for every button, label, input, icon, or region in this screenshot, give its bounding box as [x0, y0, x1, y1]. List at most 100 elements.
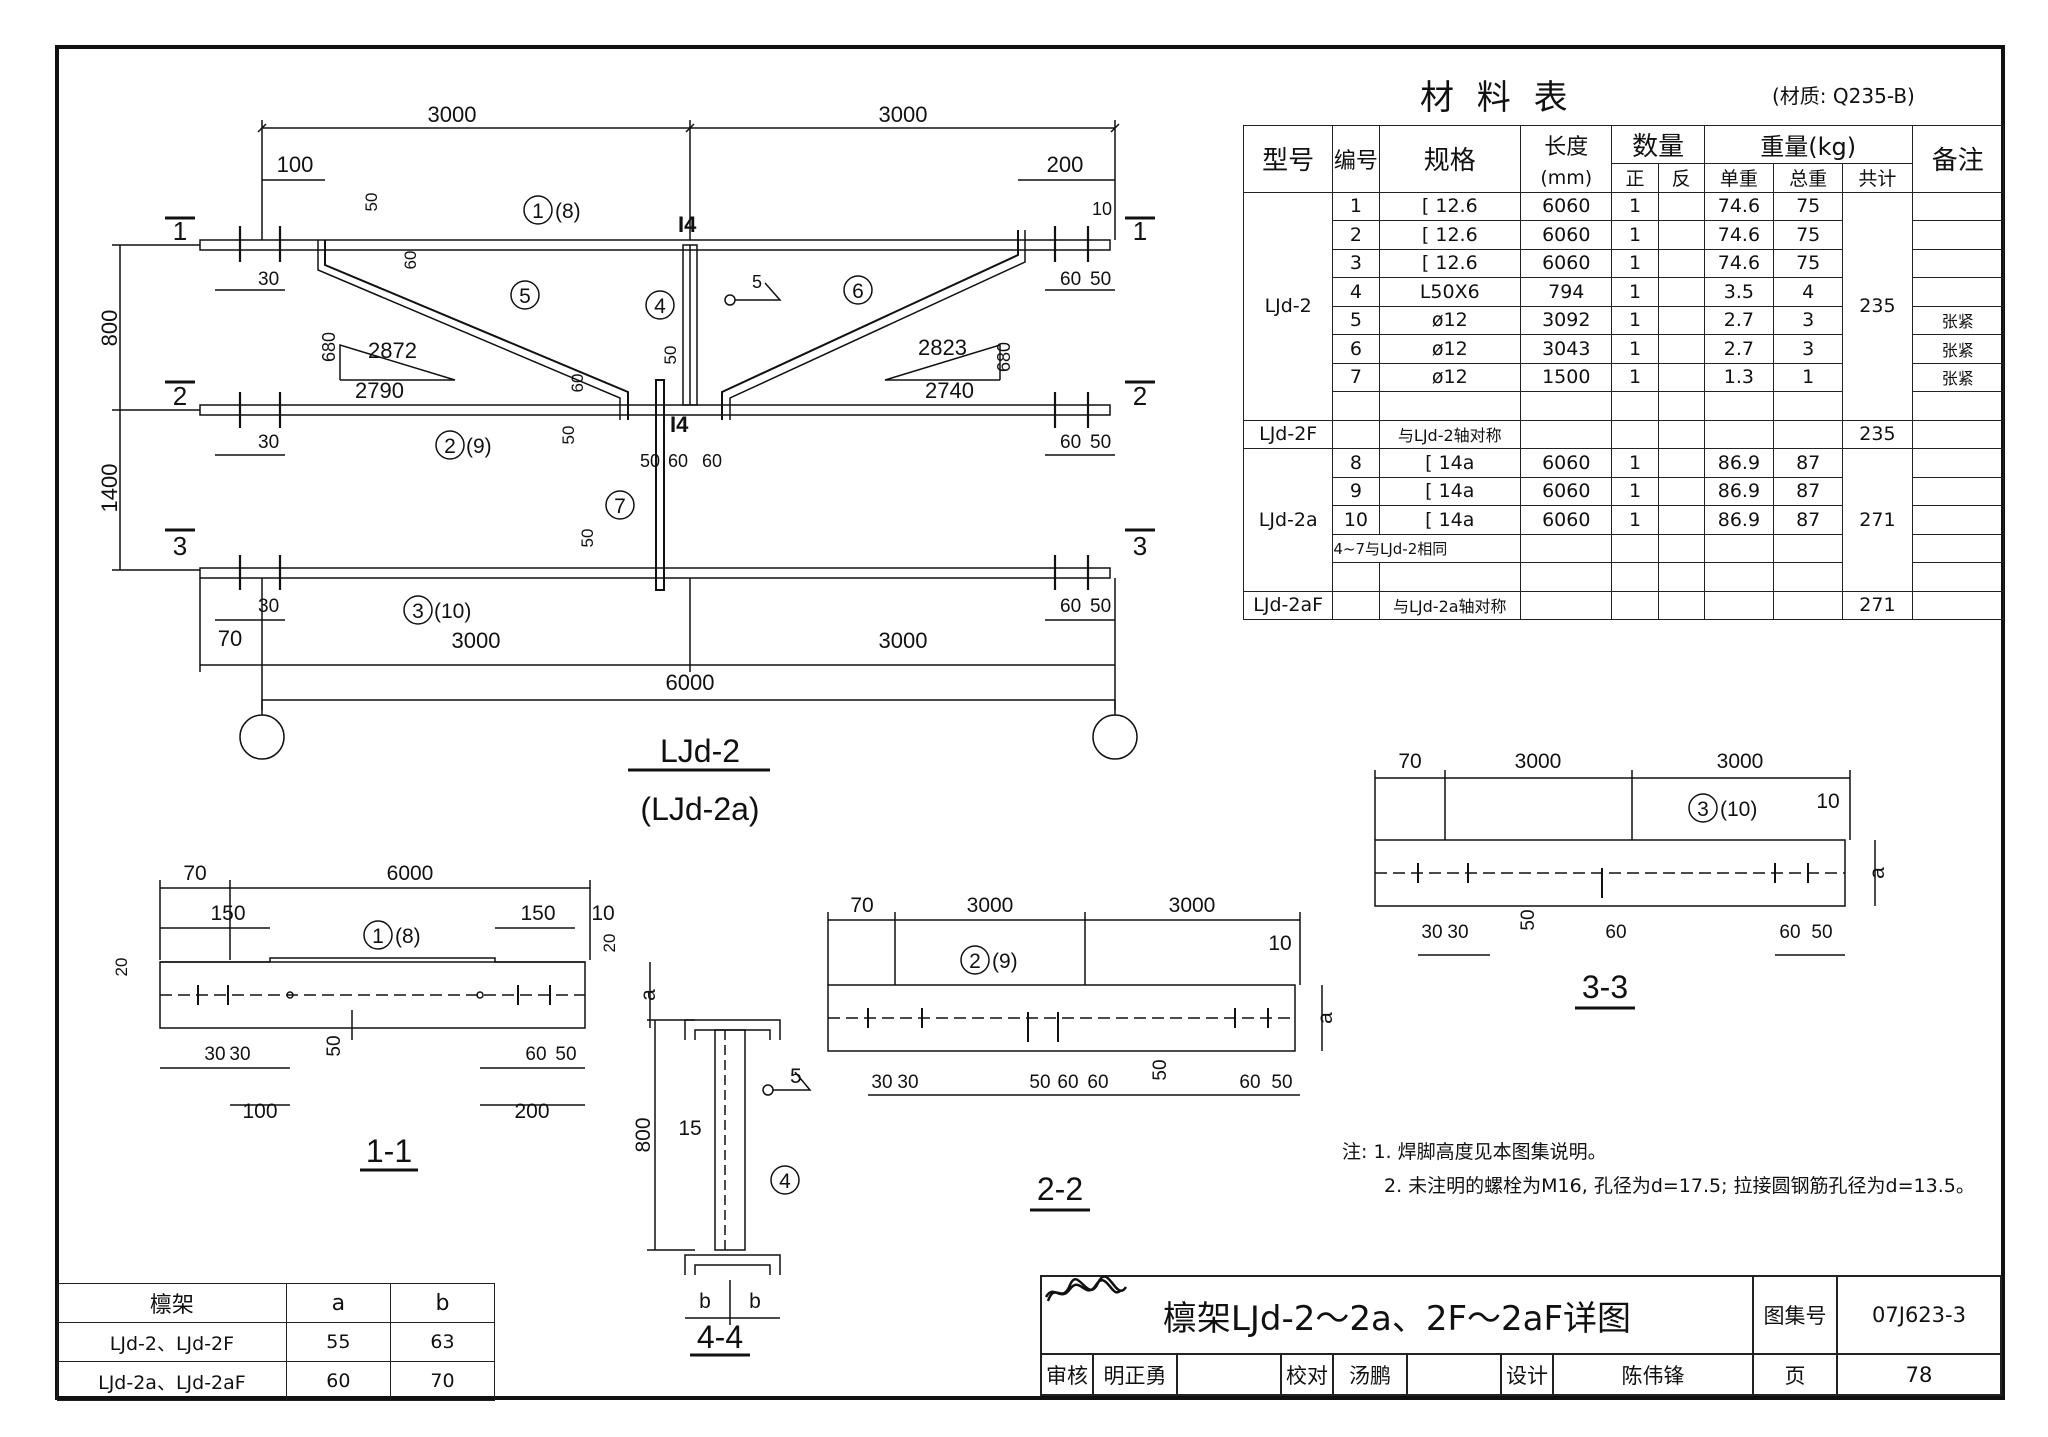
dim-offset-right: 200: [1047, 152, 1084, 177]
table-row: 2 [ 12.6 6060 1 74.6 75: [1244, 220, 2005, 250]
cell-no: 10: [1332, 505, 1380, 535]
s44-title: 4-4: [697, 1319, 743, 1355]
dim-30-30-row1: 30: [258, 269, 279, 290]
s33-dim-3000a: 3000: [1515, 750, 1562, 773]
cell-qty-pos: 1: [1611, 220, 1659, 250]
material-table-material: (材质: Q235-B): [1772, 84, 1915, 108]
cell-unit: 74.6: [1703, 191, 1775, 221]
header-qty-neg: 反: [1657, 163, 1705, 193]
dim-50-angle: 50: [661, 346, 680, 365]
s33-dim-70: 70: [1398, 750, 1421, 773]
cell-no: 1: [1332, 191, 1380, 221]
cell-length: 6060: [1520, 448, 1613, 478]
table-row: 6 ø12 3043 1 2.7 3 张紧: [1244, 334, 2005, 364]
s11-dim-20a: 20: [112, 958, 131, 977]
cell-total: 75: [1773, 248, 1844, 278]
section-mark-3-left: 3: [173, 531, 187, 561]
s33-mark: 3: [1697, 798, 1709, 821]
reviewer-name: 明正勇: [1092, 1353, 1178, 1396]
cell-remark: [1911, 191, 2005, 221]
cell-total: 87: [1773, 448, 1844, 478]
cell-remark: [1911, 220, 2005, 250]
dim-60-row3: 60: [1060, 596, 1081, 617]
s44-dim-800: 800: [632, 1117, 655, 1152]
cell-spec: [ 12.6: [1378, 248, 1522, 278]
ab-cell: 70: [389, 1361, 496, 1401]
cell-qty-pos: 1: [1611, 248, 1659, 278]
header-unit-weight: 单重: [1703, 163, 1775, 193]
cell-spec: [ 14a: [1378, 505, 1522, 535]
dim-edge-70: 70: [218, 626, 242, 651]
plan-subtitle: (LJd-2a): [640, 791, 759, 827]
review-label: 审核: [1040, 1353, 1094, 1396]
s11-dim-100: 100: [242, 1100, 277, 1123]
cell-unit: 2.7: [1703, 305, 1775, 335]
dim-50-row1: 50: [1090, 269, 1111, 290]
dim-50-mid: 50: [559, 426, 578, 445]
header-total-weight: 总重: [1773, 163, 1844, 193]
cell-unit: 3.5: [1703, 277, 1775, 307]
cell-no: 8: [1332, 448, 1380, 478]
notes: 注: 1. 焊脚高度见本图集说明。 2. 未注明的螺栓为M16, 孔径为d=17…: [1342, 1135, 1975, 1203]
s33-title: 3-3: [1582, 969, 1628, 1005]
s11-dim-70: 70: [183, 862, 206, 885]
s22-dim-60c: 60: [1239, 1072, 1260, 1093]
slope-right-top: 2823: [918, 335, 967, 360]
cell-length: 6060: [1520, 191, 1613, 221]
drawing-frame: [55, 45, 2005, 1400]
dim-60-gap: 60: [668, 451, 688, 471]
cell-no: 3: [1332, 248, 1380, 278]
s11-dim-50b: 50: [555, 1044, 576, 1065]
table-row: 4 L50X6 794 1 3.5 4: [1244, 277, 2005, 307]
ab-cell: 60: [285, 1361, 391, 1401]
slope-left-bottom: 2790: [355, 378, 404, 403]
cell-spec: ø12: [1378, 334, 1522, 364]
cell-length: 6060: [1520, 248, 1613, 278]
section-mark-3-right: 3: [1133, 531, 1147, 561]
s11-dim-30b: 30: [229, 1044, 250, 1065]
s22-dim-60b: 60: [1087, 1072, 1108, 1093]
slope-left-top: 2872: [368, 338, 417, 363]
s11-dim-6000: 6000: [387, 862, 434, 885]
group-type: LJd-2: [1242, 191, 1334, 421]
dim-50-top: 50: [362, 193, 381, 212]
table-row: LJd-2、LJd-2F 55 63: [57, 1322, 496, 1362]
dim-top-left: 3000: [428, 102, 477, 127]
cell-total: 3: [1773, 334, 1844, 364]
cell-qty-neg: [1657, 220, 1705, 250]
cell-total: 3: [1773, 305, 1844, 335]
material-table-title: 材 料 表: [1420, 78, 1574, 118]
note-2: 2. 未注明的螺栓为M16, 孔径为d=17.5; 拉接圆钢筋孔径为d=13.5…: [1384, 1175, 1975, 1197]
table-row: 10 [ 14a 6060 1 86.9 87: [1244, 505, 2005, 535]
cell-unit: 86.9: [1703, 505, 1775, 535]
dim-60-mid: 60: [568, 374, 587, 393]
section-mark-1-left: 1: [173, 216, 187, 246]
dim-50-row3: 50: [1090, 596, 1111, 617]
cell-spec: [ 12.6: [1378, 220, 1522, 250]
cell-remark: [1911, 248, 2005, 278]
group-sum: 271: [1842, 590, 1913, 620]
mark-1: 1: [532, 200, 544, 223]
ab-header-1: a: [285, 1283, 391, 1323]
cell-remark: 张紧: [1911, 362, 2005, 392]
s33-dim-60b: 60: [1779, 922, 1800, 943]
cell-length: 6060: [1520, 476, 1613, 506]
group-extra: 4~7与LJd-2相同: [1332, 533, 1522, 563]
page-number: 78: [1836, 1353, 2002, 1396]
page-label: 页: [1752, 1353, 1838, 1396]
cell-qty-neg: [1657, 248, 1705, 278]
s11-dim-150b: 150: [520, 902, 555, 925]
slope-right-rise: 680: [994, 342, 1014, 372]
group-sum: 271: [1842, 448, 1913, 592]
group-type: LJd-2F: [1242, 419, 1334, 449]
cell-unit: 2.7: [1703, 334, 1775, 364]
cell-no: 7: [1332, 362, 1380, 392]
group-sum: 235: [1842, 191, 1913, 421]
group-note: 与LJd-2a轴对称: [1378, 590, 1522, 620]
table-row: 4~7与LJd-2相同: [1244, 533, 2005, 563]
cell-unit: 1.3: [1703, 362, 1775, 392]
section-mark-1-right: 1: [1133, 216, 1147, 246]
dim-50-gap: 50: [640, 451, 660, 471]
group-sum: 235: [1842, 419, 1913, 449]
